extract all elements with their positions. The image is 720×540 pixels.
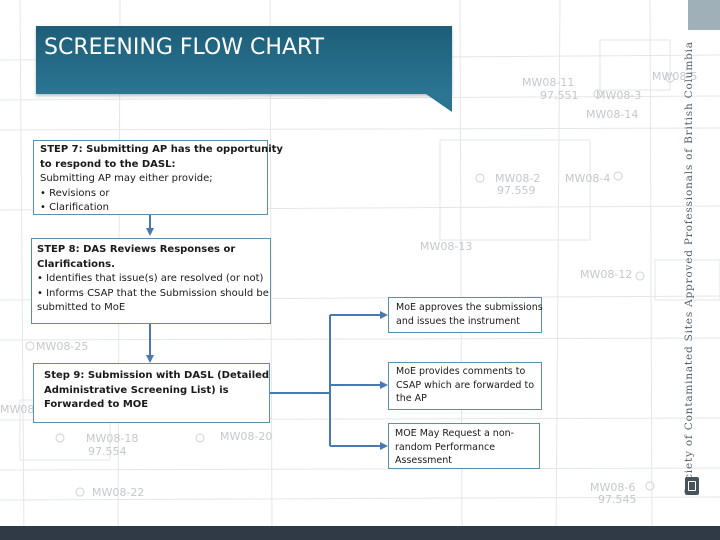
outcome-comments-text: MoE provides comments to [396, 366, 526, 377]
map-label: MW08-22 [92, 486, 145, 499]
step-8-bullet: • Identifies that issue(s) are resolved … [37, 273, 264, 285]
society-logo-icon [685, 477, 699, 495]
map-label: MW08-11 [522, 76, 575, 89]
title-banner: SCREENING FLOW CHART [36, 26, 452, 94]
step-8-heading: Clarifications. [37, 258, 115, 270]
step-9-heading: Forwarded to MOE [44, 399, 149, 411]
outcome-approve-text: MoE approves the submissions [396, 302, 543, 313]
map-label: MW08-18 [86, 432, 139, 445]
map-label: MW08-13 [420, 240, 473, 253]
outcome-request-text: Assessment [395, 455, 452, 466]
bottom-bar [0, 526, 720, 540]
outcome-request-text: MOE May Request a non- [395, 428, 515, 439]
step-9-box: Step 9: Submission with DASL (Detailed A… [33, 363, 270, 423]
page-title: SCREENING FLOW CHART [44, 35, 325, 60]
map-label: 97.559 [497, 184, 536, 197]
outcome-approve-text: and issues the instrument [396, 316, 520, 327]
step-7-box: STEP 7: Submitting AP has the opportunit… [33, 140, 283, 215]
step-9-heading: Step 9: Submission with DASL (Detailed [44, 370, 270, 381]
step-7-heading: STEP 7: Submitting AP has the opportunit… [40, 144, 283, 155]
map-label: MW08-3 [596, 89, 642, 102]
corner-accent [688, 0, 720, 30]
map-label: MW08-20 [220, 430, 273, 443]
map-label: 97.554 [88, 445, 127, 458]
map-label: MW08-6 [590, 481, 636, 494]
outcome-request-text: random Performance [395, 441, 496, 453]
map-label: 97.545 [598, 493, 637, 506]
step-8-bullet: • Informs CSAP that the Submission shoul… [37, 287, 269, 299]
map-label: MW08-12 [580, 268, 633, 281]
map-label: MW08-14 [586, 108, 639, 121]
step-9-heading: Administrative Screening List) is [44, 384, 229, 396]
map-label: MW08-2 [495, 172, 541, 185]
outcome-comments-text: CSAP which are forwarded to [396, 379, 535, 391]
outcome-request-box: MOE May Request a non- random Performanc… [388, 423, 540, 469]
map-label: MW08-4 [565, 172, 611, 185]
society-name: Society of Contaminated Sites Approved P… [683, 41, 695, 495]
outcome-comments-box: MoE provides comments to CSAP which are … [388, 362, 542, 410]
step-8-box: STEP 8: DAS Reviews Responses or Clarifi… [31, 238, 271, 324]
map-label: MW08-25 [36, 340, 89, 353]
step-7-bullet: • Revisions or [40, 187, 110, 199]
step-8-text: submitted to MoE [37, 302, 126, 314]
map-label: 97.551 [540, 89, 579, 102]
map-label: MW08-5 [652, 70, 698, 83]
outcome-approve-box: MoE approves the submissions and issues … [388, 297, 543, 333]
step-8-heading: STEP 8: DAS Reviews Responses or [37, 244, 236, 255]
step-7-bullet: • Clarification [40, 202, 109, 214]
step-7-text: Submitting AP may either provide; [40, 173, 213, 185]
outcome-comments-text: the AP [396, 393, 427, 404]
step-7-heading: to respond to the DASL: [40, 158, 176, 170]
